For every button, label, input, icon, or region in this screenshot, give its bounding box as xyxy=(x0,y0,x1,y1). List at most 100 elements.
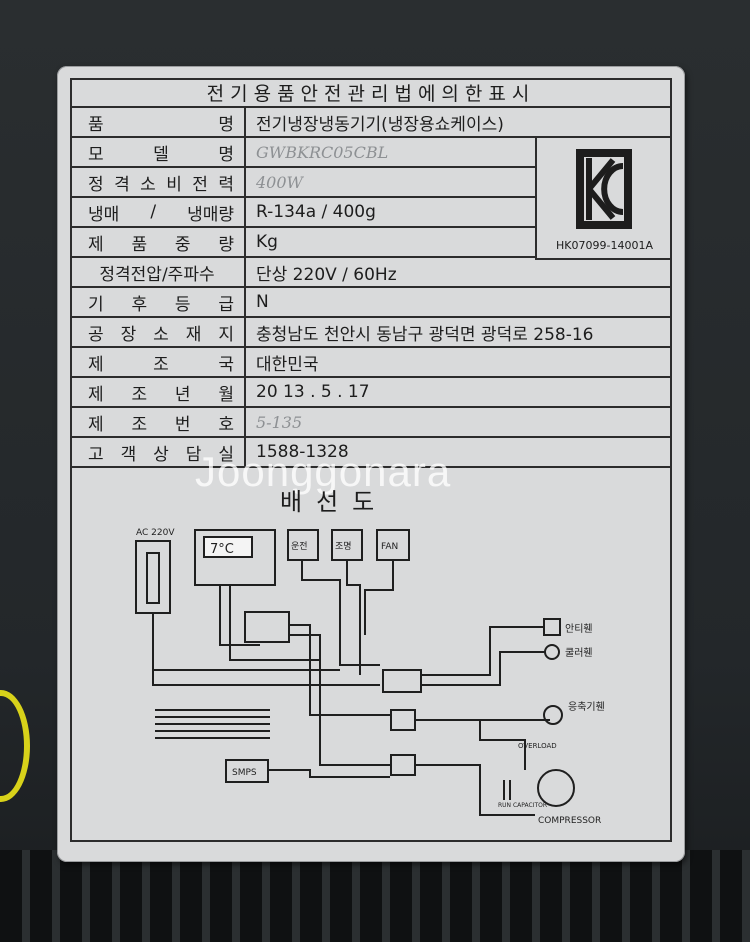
kc-mark-icon xyxy=(576,149,632,229)
row-label-part: 월 xyxy=(218,384,234,405)
condenser-fan-label: 응축기휀 xyxy=(568,701,605,713)
terminal-block-b xyxy=(390,709,416,731)
cooler-fan-label: 쿨러휀 xyxy=(565,647,593,659)
row-label-part: 고 xyxy=(88,444,104,465)
row-value: GWBKRC05CBL xyxy=(256,142,389,162)
row-value: R-134a / 400g xyxy=(256,202,376,222)
row-label-part: 상 xyxy=(153,444,169,465)
row-label-part: 정 xyxy=(88,174,104,195)
row-label-part: 객 xyxy=(120,444,137,465)
vent-grille xyxy=(0,850,750,942)
wiring-diagram: AC 220V 7°C 운전 조명 FAN 안티휀 쿨러휀 응축기휀 OVERL… xyxy=(135,528,605,826)
row-label-part: 기 xyxy=(88,294,104,315)
row-label-part: 조 xyxy=(131,384,148,405)
controller-display: 7°C xyxy=(210,542,234,557)
row-label-part: 명 xyxy=(218,114,234,135)
switch-fan-label: FAN xyxy=(381,542,398,552)
row-label-part: 조 xyxy=(153,354,169,375)
compressor-symbol xyxy=(537,769,575,807)
row-value: 5-135 xyxy=(256,412,303,432)
row-label-part: 재 xyxy=(185,324,202,345)
row-label-part: 등 xyxy=(174,294,191,315)
kc-certification-box: HK07099-14001A xyxy=(535,138,672,260)
row-label-part: 장 xyxy=(120,324,137,345)
row-label-part: 력 xyxy=(218,174,234,195)
watermark: Joonggonara xyxy=(195,448,452,495)
label-title: 전기용품안전관리법에의한표시 xyxy=(206,82,536,105)
row-label-part: 전 xyxy=(192,174,208,195)
row-label-part: 제 xyxy=(88,414,104,435)
anti-heater-label: 안티휀 xyxy=(565,623,593,635)
row-label-part: 중 xyxy=(174,234,191,255)
row-label: 정격전압/주파수 xyxy=(70,258,246,286)
label-title-row: 전기용품안전관리법에의한표시 xyxy=(70,78,672,108)
smps-label: SMPS xyxy=(232,768,257,778)
row-label-part: 공 xyxy=(88,324,104,345)
switch-light-label: 조명 xyxy=(335,541,352,552)
row-value: 전기냉장냉동기기(냉장용쇼케이스) xyxy=(256,114,504,135)
label-row: 제 조 년 월 20 13 . 5 . 17 xyxy=(70,378,672,408)
row-value: 400W xyxy=(256,172,303,192)
temperature-controller xyxy=(194,529,276,586)
row-value: 1588-1328 xyxy=(256,442,349,462)
terminal-block-a xyxy=(382,669,422,693)
row-label-part: 제 xyxy=(88,234,104,255)
row-value: 충청남도 천안시 동남구 광덕면 광덕로 258-16 xyxy=(256,324,594,345)
overload-label: OVERLOAD xyxy=(518,742,557,750)
terminal-block-c xyxy=(390,754,416,776)
compressor-label: COMPRESSOR xyxy=(538,816,601,826)
ac-label: AC 220V xyxy=(136,528,175,538)
row-label-part: 제 xyxy=(88,354,104,375)
row-label-part: 격 xyxy=(114,174,130,195)
row-label-part: 담 xyxy=(185,444,202,465)
row-label-part: 소 xyxy=(140,174,156,195)
row-label-part: 국 xyxy=(218,354,234,375)
row-label: 냉매/냉매량 xyxy=(70,198,246,226)
row-label-part: 정격전압/주파수 xyxy=(99,264,215,285)
row-label-part: 품 xyxy=(131,234,148,255)
row-label-part: 명 xyxy=(218,144,234,165)
row-label-part: 실 xyxy=(218,444,234,465)
wiring-diagram-title: 배선도 xyxy=(280,488,389,516)
row-value: Kg xyxy=(256,232,278,252)
label-row: 제 품 중 량 Kg xyxy=(70,228,535,258)
row-label-part: 비 xyxy=(166,174,182,195)
row-label-part: 품 xyxy=(88,114,104,135)
row-label-part: 제 xyxy=(88,384,104,405)
row-label-part: 지 xyxy=(218,324,234,345)
anti-heater-symbol xyxy=(543,618,561,636)
row-label-part: 급 xyxy=(218,294,234,315)
row-label-part: 호 xyxy=(218,414,234,435)
row-label-part: 냉매량 xyxy=(187,204,234,225)
row-label-part: 번 xyxy=(174,414,191,435)
row-label-part: 조 xyxy=(131,414,148,435)
label-row: 제 조 번 호 5-135 xyxy=(70,408,672,438)
row-label-part: 후 xyxy=(131,294,148,315)
switch-run-label: 운전 xyxy=(291,541,308,552)
row-label-part: 량 xyxy=(218,234,234,255)
row-label-part: 모 xyxy=(88,144,104,165)
row-value: N xyxy=(256,292,269,312)
row-value: 20 13 . 5 . 17 xyxy=(256,382,370,402)
row-label-part: 소 xyxy=(153,324,169,345)
row-label-part: / xyxy=(150,202,157,222)
row-label-part: 년 xyxy=(174,384,191,405)
capacitor-label: RUN CAPACITOR xyxy=(498,802,547,809)
